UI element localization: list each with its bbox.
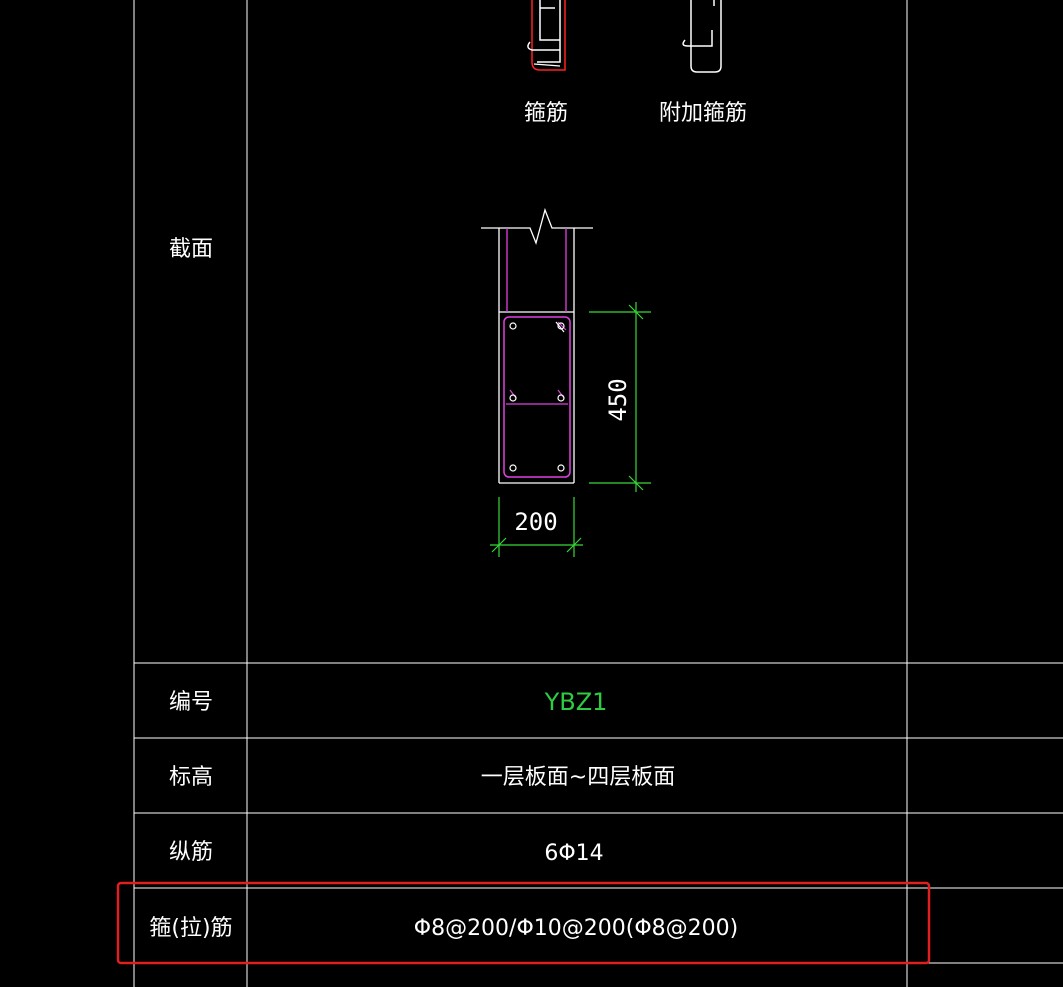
outer-stirrup (503, 316, 571, 478)
highlight-box (116, 881, 931, 965)
row-value-elevation: 一层板面~四层板面 (481, 765, 675, 790)
break-line (481, 207, 593, 246)
table-rows: 编号 YBZ1 标高 一层板面~四层板面 纵筋 6Φ14 箍(拉)筋 Φ8@20… (149, 688, 738, 941)
row-label-stirrup: 箍(拉)筋 (149, 916, 232, 941)
row-value-longitudinal-rebar: 6Φ14 (544, 841, 603, 866)
row-value-id: YBZ1 (544, 688, 608, 716)
section-row-label: 截面 (169, 237, 213, 262)
extra-stirrup-legend-icon (682, 0, 722, 73)
table-grid (133, 0, 1063, 987)
height-dimension (589, 302, 651, 492)
longitudinal-bars (509, 322, 565, 472)
column-section-drawing: 450 200 (481, 207, 651, 557)
height-dimension-text: 450 (604, 378, 632, 421)
width-dimension-text: 200 (514, 508, 557, 536)
stirrup-legend-icon (527, 0, 566, 71)
row-label-elevation: 标高 (169, 765, 213, 790)
row-label-longitudinal-rebar: 纵筋 (169, 840, 213, 865)
row-value-stirrup: Φ8@200/Φ10@200(Φ8@200) (414, 916, 739, 941)
stirrup-legend-label: 箍筋 (524, 101, 568, 126)
width-dimension (490, 497, 583, 557)
row-label-id: 编号 (169, 690, 213, 715)
extra-stirrup-legend-label: 附加箍筋 (659, 101, 747, 126)
